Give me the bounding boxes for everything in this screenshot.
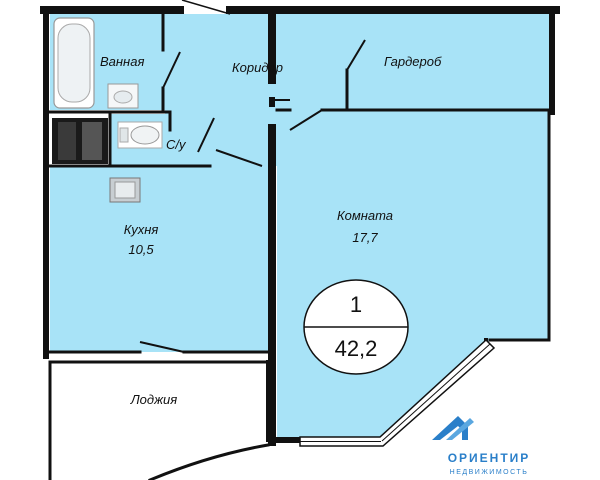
corridor-area: [165, 14, 277, 166]
kitchen-area-value: 10,5: [128, 242, 154, 257]
washer-icon: [52, 118, 108, 164]
doors: [139, 0, 366, 353]
toilet-icon: [117, 121, 163, 149]
room-area-value: 17,7: [352, 230, 378, 245]
loggia-label: Лоджия: [130, 392, 178, 407]
bathroom-label: Ванная: [100, 54, 144, 69]
room-label: Комната: [337, 208, 393, 223]
toilet-label: С/у: [166, 137, 187, 152]
roof-logo-icon: [432, 416, 474, 440]
brand-name: ОРИЕНТИР: [448, 451, 531, 465]
total-area: 42,2: [335, 336, 378, 361]
brand-subtitle: НЕДВИЖИМОСТЬ: [450, 469, 529, 476]
room-area: [277, 110, 549, 440]
summary-badge: 1 42,2: [303, 279, 409, 375]
rooms-count: 1: [350, 292, 362, 317]
corridor-label: Коридор: [232, 60, 283, 75]
bathtub-icon: [53, 17, 95, 109]
kitchen-sink-icon: [109, 177, 141, 203]
kitchen-label: Кухня: [124, 222, 159, 237]
kitchen-area: [50, 166, 268, 352]
wardrobe-label: Гардероб: [384, 54, 442, 69]
sink-icon: [107, 83, 139, 109]
wardrobe-area: [277, 14, 549, 110]
bay-window: [299, 338, 496, 447]
walls: [40, 6, 560, 480]
